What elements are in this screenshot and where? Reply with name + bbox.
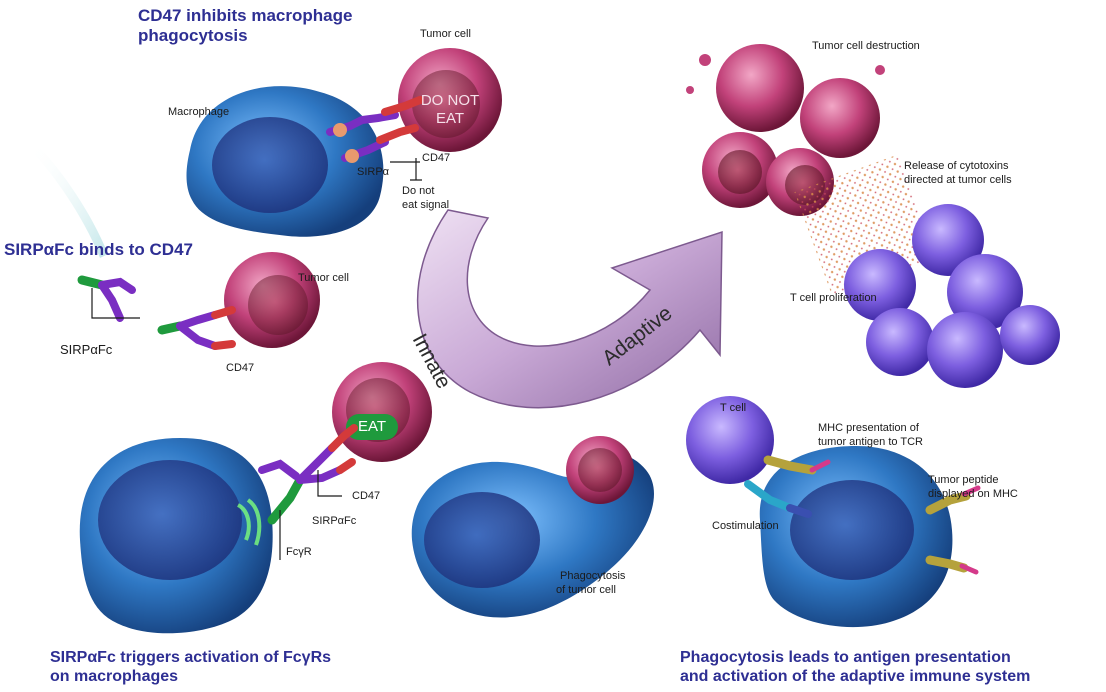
macrophage-antigen-presenting: [760, 446, 953, 627]
label-tumor-cell-mid: Tumor cell: [298, 272, 349, 285]
heading-sirpafc-triggers-line1: SIRPαFc triggers activation of FcγRs: [50, 648, 331, 668]
label-macrophage: Macrophage: [168, 106, 229, 119]
label-mhc-line2: tumor antigen to TCR: [818, 436, 923, 449]
tumor-cell-eat: [332, 362, 432, 462]
heading-sirpafc-triggers-line2: on macrophages: [50, 667, 178, 687]
label-t-cell-proliferation: T cell proliferation: [790, 292, 877, 305]
label-tumor-cell-top: Tumor cell: [420, 28, 471, 41]
label-release-line1: Release of cytotoxins: [904, 160, 1009, 173]
label-fcgr: FcγR: [286, 546, 312, 559]
do-not-eat-line1: DO NOT: [413, 92, 487, 109]
heading-sirpafc-binds: SIRPαFc binds to CD47: [4, 240, 193, 260]
label-phagocytosis-line1: Phagocytosis: [560, 570, 625, 583]
label-mhc-line1: MHC presentation of: [818, 422, 919, 435]
label-do-not-eat-signal-line2: eat signal: [402, 199, 449, 212]
eat-badge-label: EAT: [346, 418, 398, 435]
sirpafc-molecule-free: [82, 280, 140, 318]
label-tumor-peptide-line2: displayed on MHC: [928, 488, 1018, 501]
label-sirpafc-free: SIRPαFc: [60, 342, 112, 357]
sirpafc-cd47-bound-mid: [162, 310, 232, 346]
heading-phagocytosis-leads-line2: and activation of the adaptive immune sy…: [680, 667, 1030, 687]
heading-phagocytosis-leads-line1: Phagocytosis leads to antigen presentati…: [680, 648, 1011, 668]
macrophage-bottom-left: [80, 438, 273, 633]
label-tumor-destruction: Tumor cell destruction: [812, 40, 920, 53]
label-do-not-eat-signal-line1: Do not: [402, 185, 434, 198]
label-sirpa-top: SIRPα: [357, 166, 389, 179]
tumor-cell-mid: [224, 252, 320, 348]
fcgr-sirpafc-cd47-complex: [262, 428, 354, 560]
label-phagocytosis-line2: of tumor cell: [556, 584, 616, 597]
label-tumor-peptide-line1: Tumor peptide: [928, 474, 999, 487]
do-not-eat-line2: EAT: [413, 110, 487, 127]
label-cd47-mid: CD47: [226, 362, 254, 375]
macrophage-phagocytosis: [412, 436, 654, 617]
label-release-line2: directed at tumor cells: [904, 174, 1012, 187]
label-cd47-top: CD47: [422, 152, 450, 165]
heading-cd47-inhibits-line2: phagocytosis: [138, 26, 248, 46]
innate-adaptive-arrow: [418, 210, 722, 408]
heading-cd47-inhibits-line1: CD47 inhibits macrophage: [138, 6, 352, 26]
label-sirpafc-bottom: SIRPαFc: [312, 515, 356, 528]
label-cd47-bottom: CD47: [352, 490, 380, 503]
label-t-cell: T cell: [720, 402, 746, 415]
label-costimulation: Costimulation: [712, 520, 779, 533]
